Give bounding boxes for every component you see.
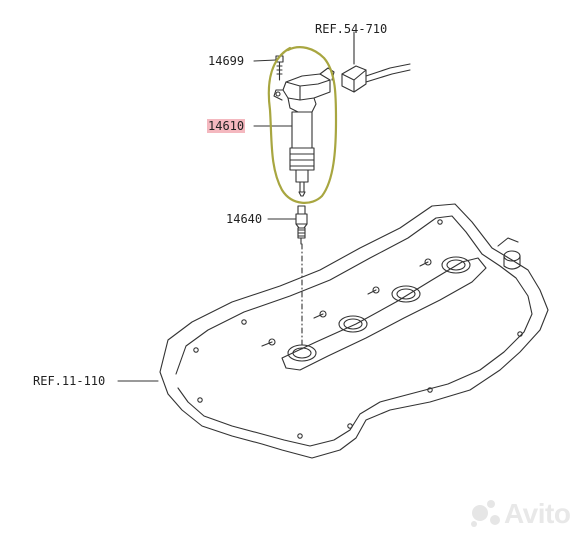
plug-hole-3 xyxy=(391,285,421,303)
ignition-coil-drawing xyxy=(273,67,335,197)
valve-cover-outline xyxy=(159,203,549,459)
label-ref-54-710: REF.54-710 xyxy=(315,22,388,36)
plug-hole-2 xyxy=(338,315,368,333)
highlight-circle xyxy=(267,46,338,204)
avito-logo-mark xyxy=(471,500,500,527)
plug-hole-4 xyxy=(441,256,471,274)
plug-rail xyxy=(281,257,487,371)
leader-14699 xyxy=(253,59,277,62)
avito-watermark: Avito xyxy=(504,498,571,529)
spark-plug-drawing xyxy=(295,205,308,245)
valve-cover-flange xyxy=(175,215,533,447)
connector-drawing xyxy=(341,63,411,93)
label-14640: 14640 xyxy=(226,212,263,226)
label-14610: 14610 xyxy=(207,119,246,133)
label-14699: 14699 xyxy=(208,54,245,68)
label-ref-11-110: REF.11-110 xyxy=(33,374,106,388)
